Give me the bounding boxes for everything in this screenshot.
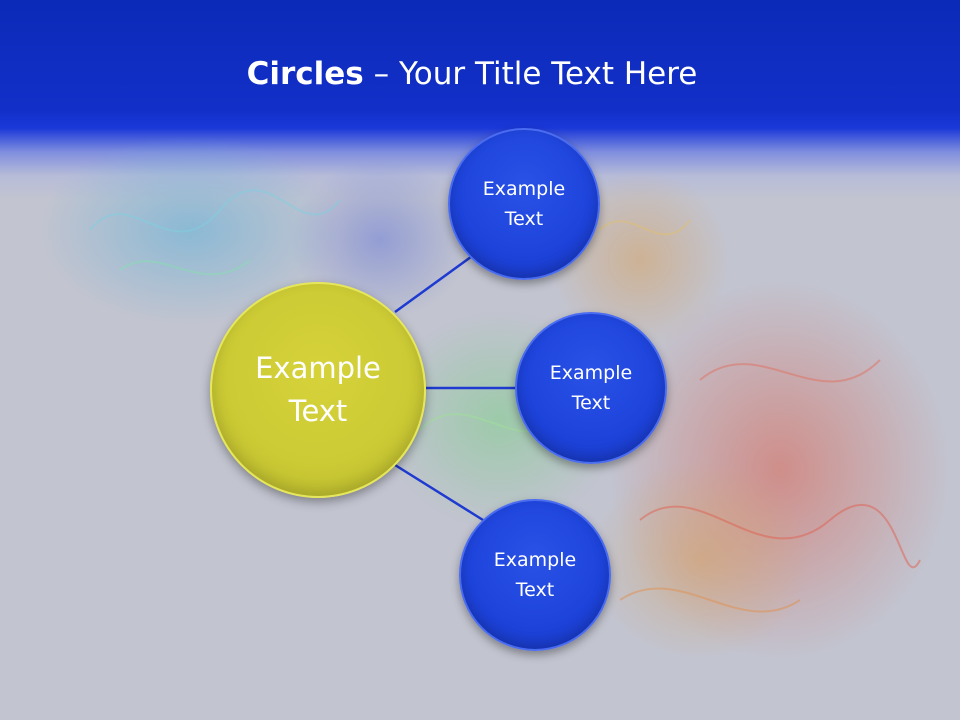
title-rest: – Your Title Text Here <box>363 56 698 92</box>
connector-line-bottom <box>394 463 484 522</box>
satellite-circle-top: Example Text <box>448 128 600 280</box>
satellite-circle-label: Example Text <box>549 362 633 414</box>
connector-line-top <box>394 252 476 314</box>
satellite-circle-label: Example Text <box>482 178 566 230</box>
satellite-circle-label: Example Text <box>493 549 577 601</box>
slide-title: Circles – Your Title Text Here <box>0 52 944 96</box>
satellite-circle-middle: Example Text <box>515 312 667 464</box>
center-circle-label: Example Text <box>255 351 381 428</box>
satellite-circle-bottom: Example Text <box>459 499 611 651</box>
title-bold: Circles <box>246 56 364 92</box>
center-circle: Example Text <box>210 282 426 498</box>
